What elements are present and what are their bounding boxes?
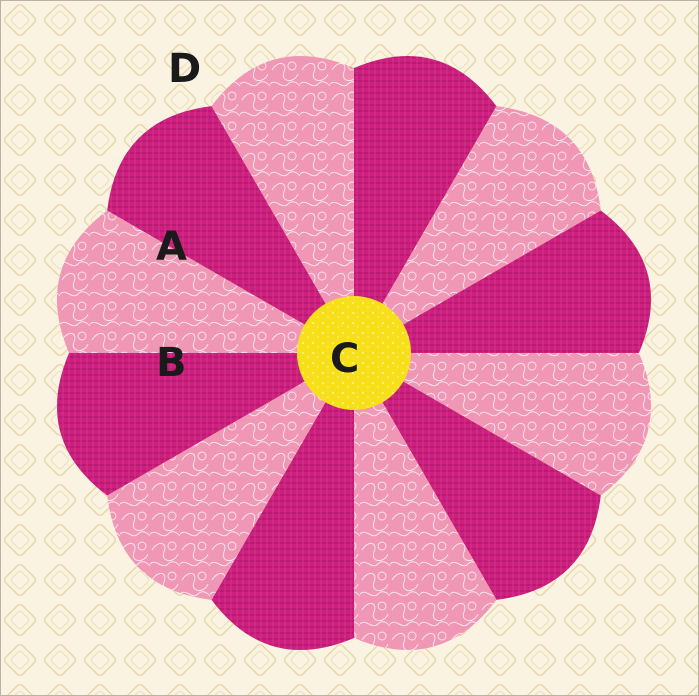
label-d: D xyxy=(168,46,201,92)
label-b: B xyxy=(156,340,187,386)
label-c: C xyxy=(330,336,359,382)
label-a: A xyxy=(156,224,187,270)
